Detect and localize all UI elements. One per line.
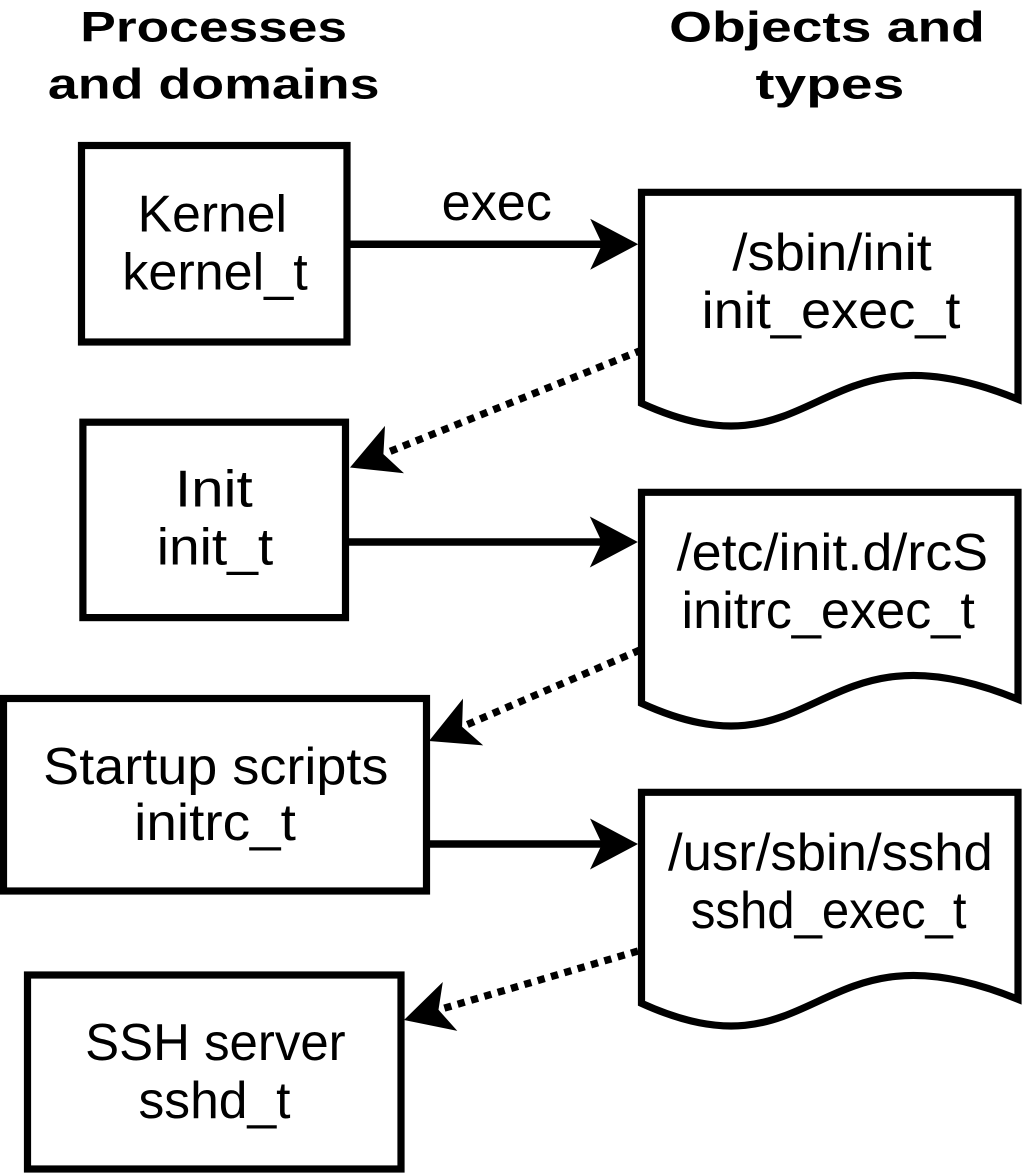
svg-text:kernel_t: kernel_t bbox=[122, 244, 308, 302]
svg-text:/sbin/init: /sbin/init bbox=[732, 224, 932, 282]
svg-text:Kernel: Kernel bbox=[138, 186, 287, 244]
svg-text:Init: Init bbox=[175, 460, 254, 518]
svg-text:and domains: and domains bbox=[48, 61, 380, 108]
svg-text:/usr/sbin/sshd: /usr/sbin/sshd bbox=[668, 824, 993, 882]
svg-text:Startup scripts: Startup scripts bbox=[43, 738, 388, 796]
svg-text:init_t: init_t bbox=[157, 518, 274, 576]
svg-text:initrc_exec_t: initrc_exec_t bbox=[682, 582, 976, 640]
svg-text:SSH server: SSH server bbox=[85, 1014, 346, 1072]
svg-text:sshd_t: sshd_t bbox=[139, 1072, 292, 1130]
svg-text:types: types bbox=[756, 61, 905, 108]
svg-text:Objects and: Objects and bbox=[669, 5, 985, 52]
svg-text:initrc_t: initrc_t bbox=[134, 794, 296, 852]
svg-text:init_exec_t: init_exec_t bbox=[702, 282, 961, 340]
svg-text:sshd_exec_t: sshd_exec_t bbox=[691, 882, 967, 940]
svg-text:/etc/init.d/rcS: /etc/init.d/rcS bbox=[677, 524, 989, 582]
svg-text:exec: exec bbox=[442, 174, 552, 232]
svg-text:Processes: Processes bbox=[80, 5, 347, 52]
